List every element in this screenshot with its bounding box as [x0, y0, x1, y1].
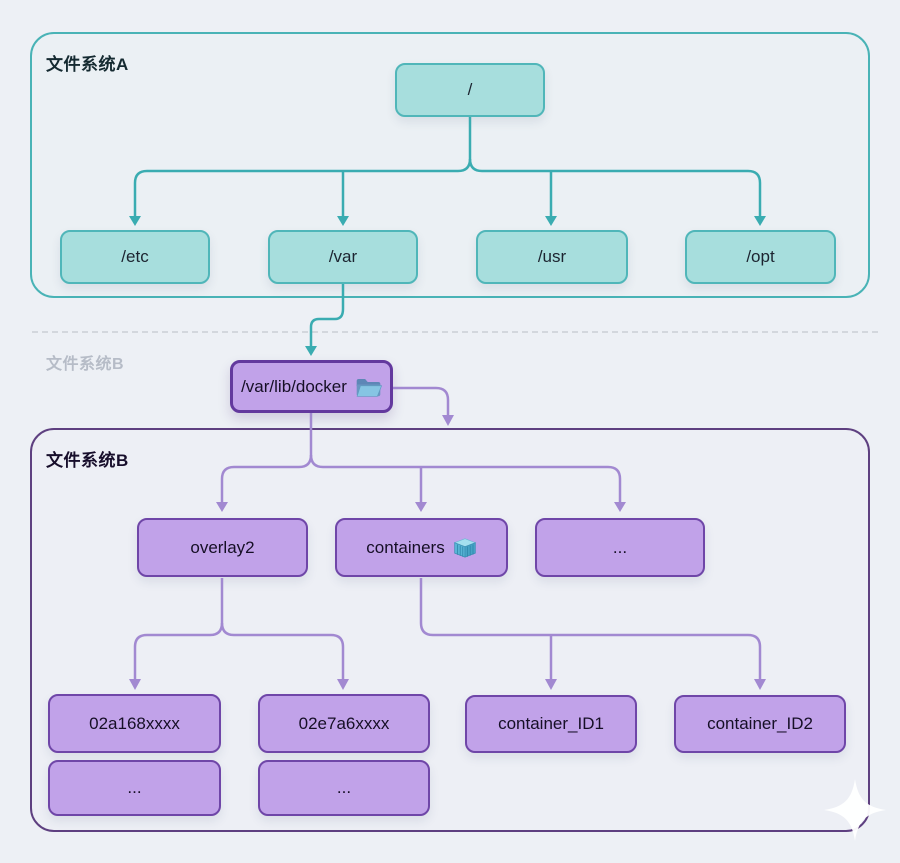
node-ellipsis-under-layer1: ... [48, 760, 221, 816]
node-ellipsis-under-layer1-label: ... [127, 778, 142, 797]
filesystem-a-label: 文件系统A [46, 55, 129, 74]
node-etc-label: /etc [121, 247, 149, 266]
node-overlay2: overlay2 [137, 518, 308, 577]
sparkle-watermark-icon [824, 779, 886, 846]
node-ellipsis-level1: ... [535, 518, 705, 577]
arrowhead-docker [305, 346, 317, 356]
node-container-id2-label: container_ID2 [707, 714, 813, 733]
node-usr: /usr [476, 230, 628, 284]
node-container-id1-label: container_ID1 [498, 714, 604, 733]
node-root: / [395, 63, 545, 117]
node-var: /var [268, 230, 418, 284]
node-container-id2: container_ID2 [674, 695, 846, 753]
node-layer-02e7a6xxxx-label: 02e7a6xxxx [298, 713, 390, 733]
filesystem-divider-dashed-line [32, 331, 878, 333]
node-layer-02e7a6xxxx: 02e7a6xxxx [258, 694, 430, 753]
node-container-id1: container_ID1 [465, 695, 637, 753]
node-etc: /etc [60, 230, 210, 284]
shipping-container-icon [453, 537, 477, 558]
node-var-lib-docker-label: /var/lib/docker [241, 376, 347, 396]
node-opt-label: /opt [746, 247, 775, 266]
connector-docker-to-fsb [393, 386, 450, 415]
node-root-label: / [467, 80, 473, 99]
node-containers: containers [335, 518, 508, 577]
arrowhead-fsb [442, 415, 454, 426]
node-containers-label: containers [366, 537, 445, 557]
node-layer-02a168xxxx: 02a168xxxx [48, 694, 221, 753]
node-var-lib-docker: /var/lib/docker [230, 360, 393, 413]
node-ellipsis-level1-label: ... [612, 537, 628, 557]
node-layer-02a168xxxx-label: 02a168xxxx [89, 713, 180, 733]
node-overlay2-label: overlay2 [190, 537, 255, 557]
node-ellipsis-under-layer2: ... [258, 760, 430, 816]
node-var-label: /var [328, 247, 358, 266]
node-opt: /opt [685, 230, 836, 284]
node-ellipsis-under-layer2-label: ... [336, 778, 352, 797]
filesystem-b-ghost-label: 文件系统B [46, 356, 125, 373]
node-usr-label: /usr [537, 247, 567, 266]
filesystem-b-label: 文件系统B [46, 451, 129, 470]
open-folder-icon [355, 376, 382, 398]
